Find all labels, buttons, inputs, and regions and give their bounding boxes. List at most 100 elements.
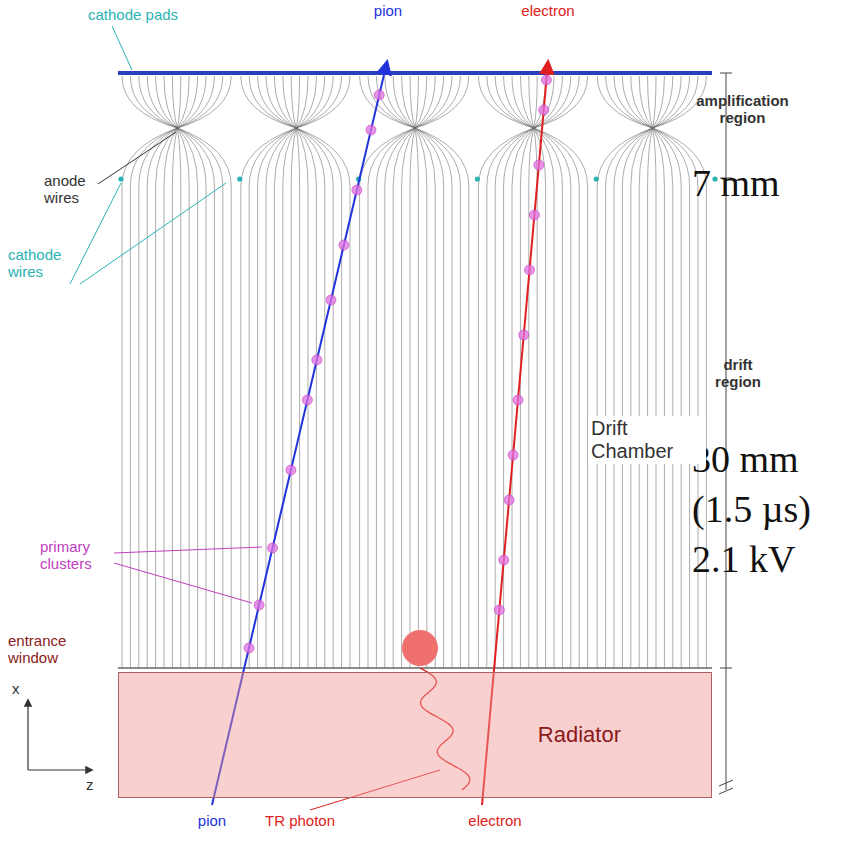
field-line (614, 128, 653, 668)
axis-label: z (86, 776, 94, 793)
primary-cluster (268, 543, 278, 553)
field-line (177, 76, 222, 128)
field-line (597, 76, 652, 128)
field-line (368, 128, 415, 668)
particle-label: electron (468, 812, 521, 829)
field-line (241, 76, 296, 128)
primary-cluster (339, 240, 349, 250)
part-label: anode wires (44, 172, 102, 207)
field-line (291, 76, 296, 128)
field-line (258, 76, 297, 128)
field-line (520, 76, 533, 128)
field-line (177, 128, 189, 668)
field-line (653, 128, 707, 668)
field-line (415, 128, 435, 668)
field-line (177, 128, 180, 668)
field-line (529, 128, 534, 668)
field-line (606, 76, 653, 128)
node-text: Radiator (538, 722, 621, 748)
field-line (653, 128, 682, 668)
field-line (534, 128, 563, 668)
leader-line (98, 132, 176, 184)
primary-cluster (519, 330, 529, 340)
primary-cluster (541, 75, 551, 85)
field-line (130, 76, 177, 128)
primary-cluster (286, 465, 296, 475)
primary-cluster (302, 395, 312, 405)
field-line (177, 76, 189, 128)
field-line (385, 128, 415, 668)
primary-cluster (312, 355, 322, 365)
field-line (653, 128, 698, 668)
field-line (415, 76, 460, 128)
field-line (478, 128, 533, 668)
axes (28, 700, 92, 770)
field-line (296, 128, 299, 668)
primary-clusters (244, 75, 551, 653)
cathode-wire (475, 176, 480, 181)
field-line (534, 76, 579, 128)
part-label: cathode pads (88, 6, 178, 23)
field-line (622, 128, 652, 668)
field-line (177, 128, 222, 668)
field-line (639, 76, 652, 128)
field-line (415, 128, 452, 668)
field-line (653, 76, 656, 128)
field-line (249, 76, 296, 128)
field-line (512, 128, 534, 668)
field-line (653, 128, 673, 668)
field-line (360, 76, 415, 128)
dimension-label: 7 mm (692, 162, 780, 206)
cathode-wire (118, 176, 123, 181)
field-line (177, 76, 180, 128)
field-line (512, 76, 534, 128)
field-line (266, 128, 296, 668)
cathode-pads-plane (118, 71, 712, 75)
field-line (534, 128, 571, 668)
field-line (415, 76, 469, 128)
field-line (147, 76, 177, 128)
field-line (122, 76, 177, 128)
field-line (415, 128, 444, 668)
field-line (291, 128, 296, 668)
field-line (534, 128, 579, 668)
field-line (156, 76, 178, 128)
field-line (296, 128, 325, 668)
field-line (156, 128, 178, 668)
field-line (172, 76, 177, 128)
dimension-label: 30 mm (692, 438, 799, 482)
field-line (653, 76, 690, 128)
axis-label: x (12, 680, 20, 697)
field-line (164, 128, 177, 668)
field-line (177, 128, 231, 668)
field-line (147, 128, 177, 668)
primary-cluster (525, 265, 535, 275)
voltage-label: 2.1 kV (692, 538, 795, 582)
part-label: primary clusters (40, 538, 114, 573)
field-line (631, 76, 653, 128)
field-line (177, 76, 231, 128)
drift-time-label: (1.5 µs) (692, 488, 811, 532)
field-line (139, 76, 178, 128)
field-line (653, 76, 665, 128)
field-line (606, 128, 653, 668)
field-line (296, 76, 333, 128)
field-line (415, 128, 418, 668)
part-label: entrance window (8, 632, 92, 667)
field-line (177, 128, 206, 668)
field-line (631, 128, 653, 668)
entrance-window-line (118, 667, 712, 669)
field-line (130, 128, 177, 668)
field-line (410, 76, 415, 128)
field-line (487, 76, 534, 128)
field-line (360, 128, 415, 668)
field-line (487, 128, 534, 668)
field-line (648, 128, 653, 668)
field-line (172, 128, 177, 668)
field-line (415, 76, 452, 128)
primary-cluster (534, 160, 544, 170)
field-line (402, 128, 415, 668)
field-line (410, 128, 415, 668)
primary-cluster (326, 295, 336, 305)
field-line (393, 128, 415, 668)
